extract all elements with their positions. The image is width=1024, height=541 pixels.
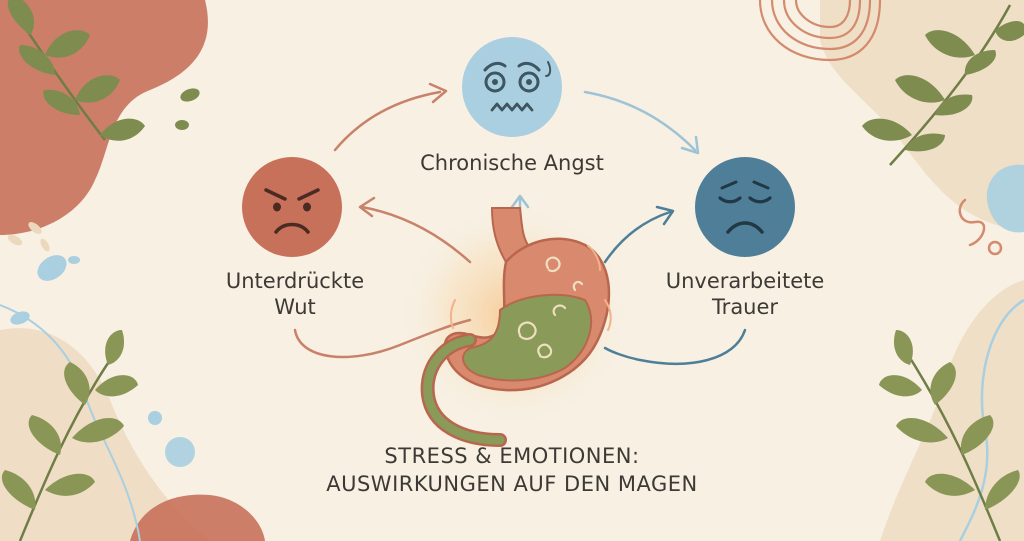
label-sadness: Unverarbeitete Trauer	[630, 268, 860, 321]
leaf-branch-top-right	[862, 4, 1024, 166]
leaf-branch-bottom-right	[879, 330, 1020, 541]
label-sadness-line2: Trauer	[711, 295, 779, 320]
page-title: STRESS & EMOTIONEN: AUSWIRKUNGEN AUF DEN…	[312, 442, 712, 499]
beige-blob-bottom-right	[880, 280, 1024, 541]
flow-line-sadness	[603, 328, 747, 365]
squiggle-right	[958, 198, 986, 247]
label-anxiety: Chronische Angst	[392, 150, 632, 176]
arrow-anxiety-to-sadness	[583, 90, 700, 155]
terracotta-blob-top-left	[0, 0, 208, 235]
stomach-icon	[420, 207, 612, 447]
title-line1: STRESS & EMOTIONEN:	[384, 444, 640, 468]
arrow-stomach-to-anger	[358, 196, 472, 264]
leaf-branch-top-left	[7, 0, 145, 141]
blue-blob-right	[986, 164, 1024, 233]
angry-face-icon	[242, 157, 342, 257]
anxious-face-icon	[462, 37, 562, 137]
concentric-arcs	[758, 0, 882, 62]
arrow-anger-to-anxiety	[333, 82, 448, 152]
label-anger: Unterdrückte Wut	[190, 268, 400, 321]
arrow-stomach-to-sadness	[603, 205, 675, 264]
label-sadness-line1: Unverarbeitete	[665, 269, 825, 293]
title-line2: AUSWIRKUNGEN AUF DEN MAGEN	[326, 472, 698, 497]
sad-face-icon	[695, 157, 795, 257]
label-anger-line1: Unterdrückte	[225, 269, 365, 293]
terracotta-blob-bottom	[130, 494, 265, 541]
flow-line-anger	[293, 318, 472, 359]
label-anxiety-line1: Chronische Angst	[420, 151, 604, 175]
label-anger-line2: Wut	[274, 295, 316, 320]
leaf-branch-bottom-left	[1, 330, 138, 541]
